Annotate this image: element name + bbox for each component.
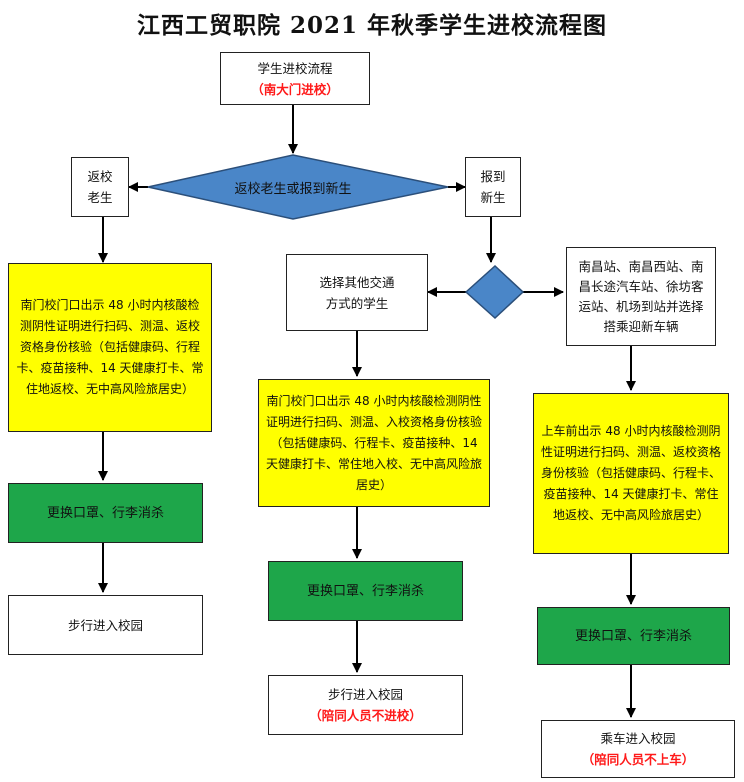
- other-transport-line1: 选择其他交通: [319, 274, 395, 290]
- main-decision-label: 返校老生或报到新生: [234, 182, 352, 197]
- check-left-box: 南门校门口出示 48 小时内核酸检测阴性证明进行扫码、测温、返校资格身份核验（包…: [8, 263, 212, 432]
- return-old-line1: 返校: [87, 169, 113, 184]
- bus-right-text: 乘车进入校园: [600, 731, 676, 746]
- station-pickup-text: 南昌站、南昌西站、南昌长途汽车站、徐坊客运站、机场到站并选择搭乘迎新车辆: [578, 258, 704, 334]
- disinfect-right-text: 更换口罩、行李消杀: [574, 628, 692, 644]
- new-student-line2: 新生: [480, 190, 506, 205]
- start-label: 学生进校流程: [257, 60, 333, 76]
- check-left-text: 南门校门口出示 48 小时内核酸检测阴性证明进行扫码、测温、返校资格身份核验（包…: [16, 298, 204, 396]
- disinfect-right-box: 更换口罩、行李消杀: [537, 607, 730, 665]
- bus-right-box: 乘车进入校园 （陪同人员不上车）: [541, 720, 735, 778]
- disinfect-left-box: 更换口罩、行李消杀: [8, 483, 203, 543]
- start-note: （南大门进校）: [251, 81, 339, 97]
- walk-left-box: 步行进入校园: [8, 595, 203, 655]
- new-student-box: 报到 新生: [465, 157, 521, 217]
- disinfect-left-text: 更换口罩、行李消杀: [46, 505, 164, 521]
- bus-right-note: （陪同人员不上车）: [581, 752, 695, 767]
- transport-decision-diamond: [464, 264, 525, 320]
- page-title: 江西工贸职院 2021 年秋季学生进校流程图: [136, 12, 608, 39]
- new-student-line1: 报到: [480, 169, 506, 184]
- walk-mid-box: 步行进入校园 （陪同人员不进校）: [268, 675, 463, 735]
- check-right-text: 上车前出示 48 小时内核酸检测阴性证明进行扫码、测温、返校资格身份核验（包括健…: [540, 424, 721, 522]
- return-old-line2: 老生: [87, 190, 113, 205]
- station-pickup-box: 南昌站、南昌西站、南昌长途汽车站、徐坊客运站、机场到站并选择搭乘迎新车辆: [566, 247, 716, 346]
- walk-left-text: 步行进入校园: [67, 617, 143, 633]
- check-right-box: 上车前出示 48 小时内核酸检测阴性证明进行扫码、测温、返校资格身份核验（包括健…: [533, 393, 729, 554]
- check-mid-text: 南门校门口出示 48 小时内核酸检测阴性证明进行扫码、测温、入校资格身份核验（包…: [265, 393, 482, 492]
- walk-mid-note: （陪同人员不进校）: [309, 708, 422, 723]
- disinfect-mid-text: 更换口罩、行李消杀: [306, 583, 424, 599]
- main-decision-diamond: [147, 154, 449, 220]
- return-old-box: 返校 老生: [71, 157, 129, 217]
- other-transport-box: 选择其他交通 方式的学生: [286, 254, 428, 331]
- start-box: 学生进校流程 （南大门进校）: [220, 52, 370, 105]
- walk-mid-text: 步行进入校园: [327, 687, 403, 702]
- check-mid-box: 南门校门口出示 48 小时内核酸检测阴性证明进行扫码、测温、入校资格身份核验（包…: [258, 379, 490, 507]
- other-transport-line2: 方式的学生: [325, 295, 389, 311]
- disinfect-mid-box: 更换口罩、行李消杀: [268, 561, 463, 621]
